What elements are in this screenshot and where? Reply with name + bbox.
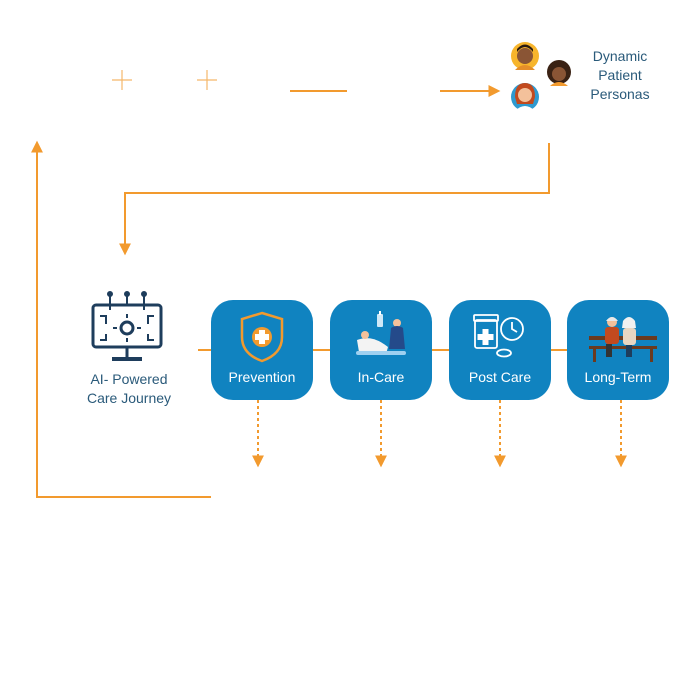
arrow-personas-to-ai [119, 143, 550, 256]
stage-label-post-care: Post Care [468, 369, 532, 385]
avatar-curly-hair-icon [547, 60, 571, 86]
avatar-man-icon [511, 42, 539, 70]
doctor-patient-icon [356, 311, 406, 355]
plus-icon [197, 70, 217, 90]
stage-dotted-arrows [252, 400, 627, 468]
plus-icon [112, 70, 132, 90]
shield-medical-icon [240, 311, 284, 363]
stage-label-long-term: Long-Term [584, 369, 652, 385]
feedback-loop-arrow [31, 140, 211, 498]
stage-label-prevention: Prevention [228, 369, 296, 385]
avatar-woman-icon [511, 83, 539, 111]
stage-box-prevention [211, 300, 313, 400]
stage-box-long-term [567, 300, 669, 400]
ai-journey-label: AI- Powered Care Journey [86, 371, 172, 406]
medicine-clock-icon [473, 314, 524, 358]
stage-label-in-care: In-Care [357, 369, 405, 385]
ai-monitor-icon [91, 291, 163, 361]
personas-label: Dynamic Patient Personas [590, 48, 650, 102]
elderly-couple-bench-icon [589, 317, 657, 362]
